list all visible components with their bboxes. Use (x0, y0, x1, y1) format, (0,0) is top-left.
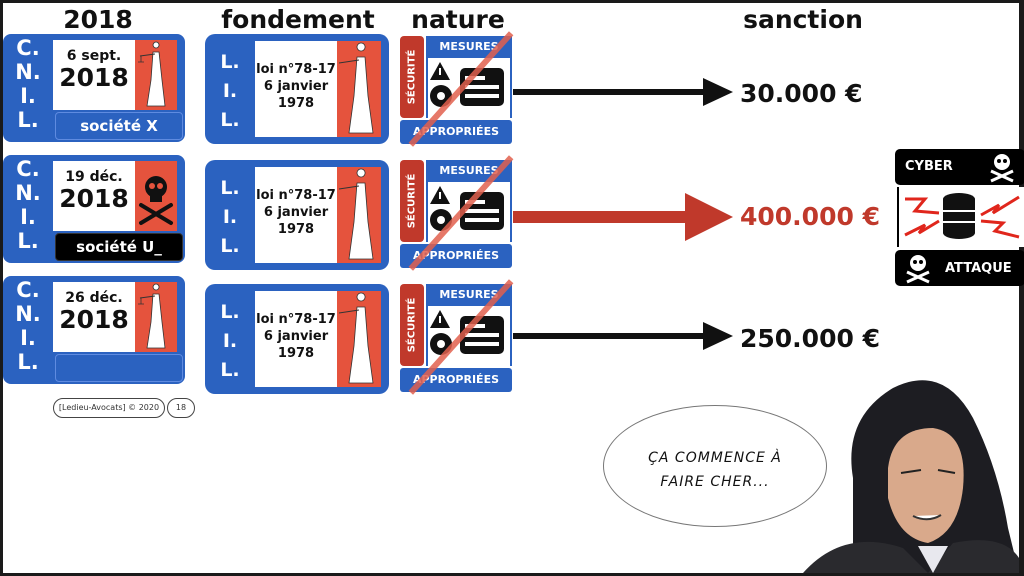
letter: I. (20, 84, 36, 108)
security-label: SÉCURITÉ (400, 160, 424, 242)
law-reference-card: L. I. L. loi n°78-17 6 janvier 1978 (205, 160, 389, 270)
lady-justice-icon (337, 41, 381, 137)
law-reference-card: L. I. L. loi n°78-17 6 janvier 1978 (205, 34, 389, 144)
company-name: société U_ (55, 233, 183, 261)
security-measures-card: SÉCURITÉ MESURES APPROPRIÉES (400, 279, 514, 395)
letter: I. (222, 330, 238, 352)
letter: L. (17, 229, 39, 253)
letter: I. (222, 80, 238, 102)
company-name (55, 354, 183, 382)
cyber-label: CYBER (905, 159, 953, 174)
security-label: SÉCURITÉ (400, 284, 424, 366)
letter: C. (16, 157, 40, 181)
header-basis: fondement (221, 5, 375, 34)
header-sanction: sanction (743, 5, 863, 34)
speech-bubble: ÇA COMMENCE À FAIRE CHER... (603, 405, 827, 527)
company-name: société X (55, 112, 183, 140)
sanction-amount: 400.000 € (740, 202, 880, 231)
law-reference-card: L. I. L. loi n°78-17 6 janvier 1978 (205, 284, 389, 394)
letter: L. (220, 235, 240, 257)
lil-letters: L. I. L. (205, 48, 255, 135)
letter: I. (222, 206, 238, 228)
cyber-attack-badge: CYBER ATTAQUE (895, 149, 1024, 287)
law-number: loi n°78-17 (256, 62, 336, 77)
letter: N. (15, 60, 41, 84)
law-year: 1978 (277, 96, 315, 111)
cnil-letters: C. N. I. L. (3, 157, 53, 261)
decision-year: 2018 (59, 184, 129, 213)
sanction-amount: 250.000 € (740, 324, 880, 353)
arrow-right-icon (513, 78, 733, 106)
letter: C. (16, 278, 40, 302)
letter: L. (220, 359, 240, 381)
lady-justice-icon (337, 167, 381, 263)
lawyer-character-illustration (803, 380, 1019, 573)
arrow-right-icon (513, 193, 733, 241)
arrow-right-icon (513, 322, 733, 350)
decision-year: 2018 (59, 63, 129, 92)
security-measures-card: SÉCURITÉ MESURES APPROPRIÉES (400, 155, 514, 271)
lady-justice-icon (135, 282, 177, 352)
cnil-decision-card: C. N. I. L. 26 déc. 2018 (3, 276, 185, 384)
letter: C. (16, 36, 40, 60)
security-measures-card: SÉCURITÉ MESURES APPROPRIÉES (400, 31, 514, 147)
attack-label: ATTAQUE (945, 261, 1012, 276)
letter: L. (220, 51, 240, 73)
speech-line: ÇA COMMENCE À (648, 450, 782, 466)
law-text: loi n°78-17 6 janvier 1978 (255, 167, 337, 263)
header-year: 2018 (63, 5, 133, 34)
decision-day: 6 sept. (66, 48, 122, 64)
law-date: 6 janvier (263, 79, 329, 94)
law-year: 1978 (277, 222, 315, 237)
letter: L. (220, 301, 240, 323)
skull-crossbones-icon (135, 161, 177, 231)
letter: I. (20, 205, 36, 229)
letter: N. (15, 181, 41, 205)
letter: N. (15, 302, 41, 326)
law-text: loi n°78-17 6 janvier 1978 (255, 41, 337, 137)
lady-justice-icon (135, 40, 177, 110)
decision-day: 26 déc. (65, 290, 123, 306)
decision-year: 2018 (59, 305, 129, 334)
letter: L. (17, 350, 39, 374)
slide: 2018 fondement nature sanction C. N. I. … (3, 3, 1024, 573)
attack-bar: ATTAQUE (895, 250, 1024, 286)
law-number: loi n°78-17 (256, 188, 336, 203)
law-text: loi n°78-17 6 janvier 1978 (255, 291, 337, 387)
letter: I. (20, 326, 36, 350)
lil-letters: L. I. L. (205, 174, 255, 261)
cnil-decision-card: C. N. I. L. 6 sept. 2018 société X (3, 34, 185, 142)
database-attack-icon (897, 187, 1024, 247)
letter: L. (220, 177, 240, 199)
copyright-credit: [Ledieu-Avocats] © 2020 (53, 398, 165, 418)
law-date: 6 janvier (263, 205, 329, 220)
header-nature: nature (411, 5, 505, 34)
cnil-letters: C. N. I. L. (3, 278, 53, 382)
sanction-amount: 30.000 € (740, 79, 863, 108)
security-label: SÉCURITÉ (400, 36, 424, 118)
skull-crossbones-icon (990, 154, 1014, 183)
decision-date: 26 déc. 2018 (53, 282, 135, 352)
lil-letters: L. I. L. (205, 298, 255, 385)
letter: L. (220, 109, 240, 131)
decision-date: 6 sept. 2018 (53, 40, 135, 110)
law-date: 6 janvier (263, 329, 329, 344)
law-year: 1978 (277, 346, 315, 361)
skull-crossbones-icon (906, 255, 930, 284)
decision-date: 19 déc. 2018 (53, 161, 135, 231)
cnil-letters: C. N. I. L. (3, 36, 53, 140)
cnil-decision-card: C. N. I. L. 19 déc. 2018 société U_ (3, 155, 185, 263)
page-number: 18 (167, 398, 195, 418)
lady-justice-icon (337, 291, 381, 387)
cyber-bar: CYBER (895, 149, 1024, 185)
letter: L. (17, 108, 39, 132)
speech-line: FAIRE CHER... (660, 474, 770, 490)
decision-day: 19 déc. (65, 169, 123, 185)
law-number: loi n°78-17 (256, 312, 336, 327)
